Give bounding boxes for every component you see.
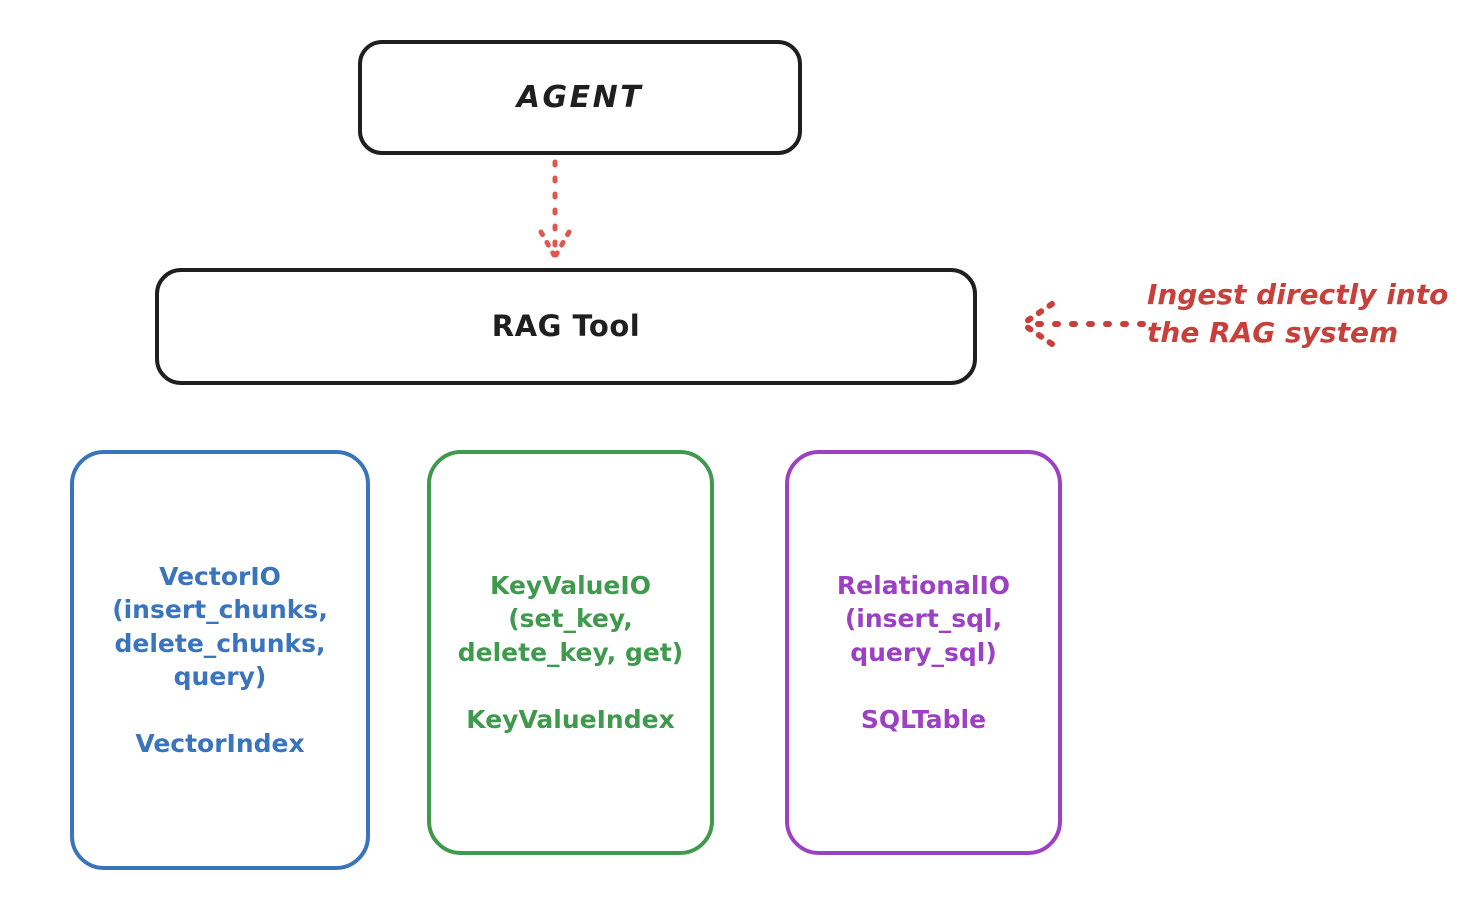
node-relational-io-label: RelationalIO (insert_sql, query_sql) SQL… xyxy=(836,570,1011,734)
node-relational-io[interactable]: RelationalIO (insert_sql, query_sql) SQL… xyxy=(785,450,1062,855)
node-agent-label: AGENT xyxy=(516,80,644,115)
node-agent[interactable]: AGENT xyxy=(358,40,802,155)
node-key-value-io[interactable]: KeyValueIO (set_key, delete_key, get) Ke… xyxy=(427,450,714,855)
node-rag-tool-label: RAG Tool xyxy=(491,308,641,343)
node-vector-io-label: VectorIO (insert_chunks, delete_chunks, … xyxy=(112,561,328,759)
node-vector-io[interactable]: VectorIO (insert_chunks, delete_chunks, … xyxy=(70,450,370,870)
node-rag-tool[interactable]: RAG Tool xyxy=(155,268,977,385)
edge-agent-to-rag-tool-arrow xyxy=(538,159,572,258)
annotation-ingest-note: Ingest directly into the RAG system xyxy=(1147,278,1449,349)
edge-ingest-arrow xyxy=(1021,301,1146,347)
node-key-value-io-label: KeyValueIO (set_key, delete_key, get) Ke… xyxy=(457,570,684,734)
